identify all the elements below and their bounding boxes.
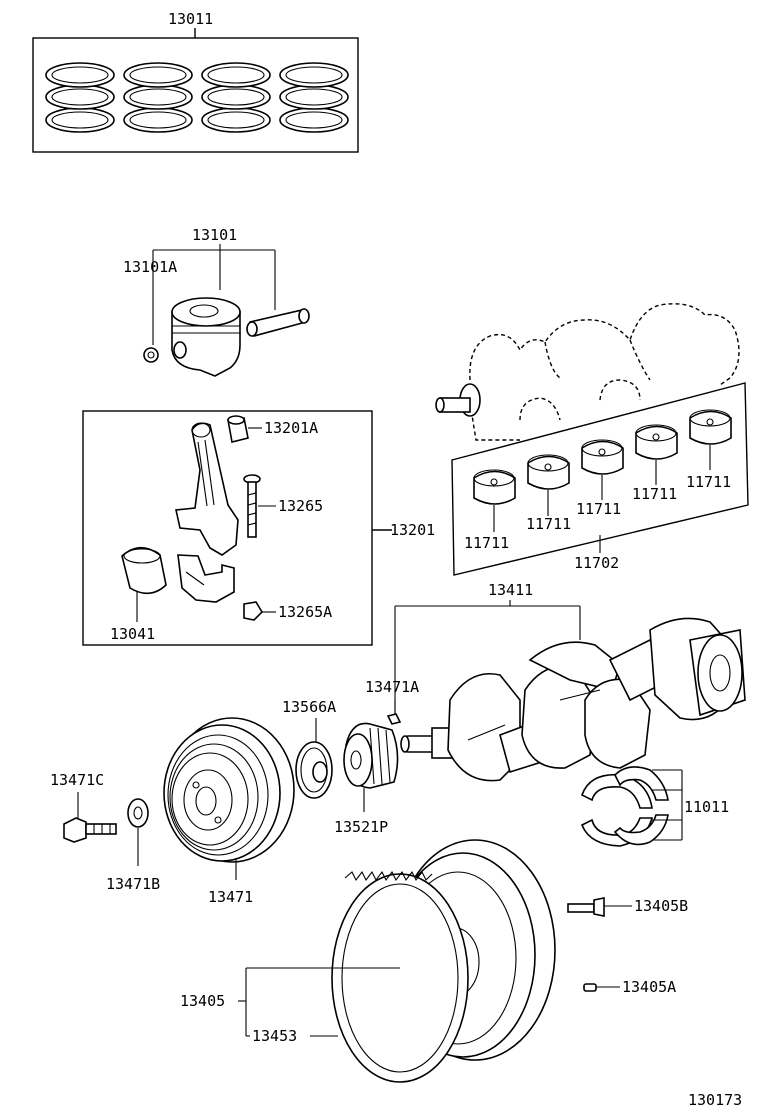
label-crankshaft-pulley-bolt: 13471C — [50, 771, 104, 789]
pulley-bolt-illustration — [63, 817, 117, 843]
label-flywheel-sub-assy: 13405 — [180, 992, 225, 1010]
label-ring-gear: 13453 — [252, 1027, 297, 1045]
crankshaft-group: 13411 13471A — [365, 581, 746, 782]
flywheel-group: 13405 13453 13405B 13405A — [180, 839, 688, 1083]
rod-cap-illustration — [177, 554, 235, 603]
rod-bearing-illustration — [121, 546, 167, 595]
timing-gear-illustration — [343, 722, 399, 789]
piston-ring-set-group: 13011 — [32, 10, 359, 153]
flywheel-pin-illustration — [583, 983, 597, 992]
crankshaft-pulley-illustration — [163, 717, 295, 863]
bushing-illustration — [227, 415, 249, 443]
label-thrust-washer-set: 11011 — [684, 798, 729, 816]
connecting-rod-illustration — [175, 422, 239, 556]
crankshaft-illustration — [400, 617, 746, 782]
connecting-rod-group: 13201 13201A 13265 — [82, 410, 435, 646]
label-connecting-rod-sub-assy: 13201 — [390, 521, 435, 539]
piston-ring-set-illustration — [45, 62, 349, 133]
label-crankshaft-bearing-set: 11702 — [574, 554, 619, 572]
thrust-washer-group: 11011 — [580, 766, 729, 847]
flywheel-bolt-illustration — [567, 897, 605, 917]
label-connecting-rod-bushing: 13201A — [264, 419, 318, 437]
label-connecting-rod-bolt: 13265 — [278, 497, 323, 515]
label-piston-pin-snap-ring: 13101A — [123, 258, 177, 276]
label-main-bearing-2: 11711 — [526, 515, 571, 533]
label-crankshaft-key: 13471A — [365, 678, 419, 696]
label-connecting-rod-bearing: 13041 — [110, 625, 155, 643]
rod-bolt-illustration — [243, 474, 261, 538]
label-piston-ring-set: 13011 — [168, 10, 213, 28]
ring-gear-illustration — [331, 870, 469, 1083]
label-crankshaft: 13411 — [488, 581, 533, 599]
piston-illustration — [171, 297, 241, 377]
key-illustration — [386, 713, 402, 725]
snap-ring-illustration — [143, 347, 159, 363]
main-bearing-illustrations — [473, 409, 732, 505]
label-crankshaft-pulley: 13471 — [208, 888, 253, 906]
figure-id: 130173 — [688, 1091, 742, 1109]
label-main-bearing-1: 11711 — [464, 534, 509, 552]
cylinder-block-phantom — [435, 303, 740, 441]
bearing-panel: 11711 11711 11711 11711 11711 11702 — [451, 382, 749, 576]
piston-group: 13101 13101A — [123, 226, 310, 377]
label-crankshaft-pulley-washer: 13471B — [106, 875, 160, 893]
thrust-washer-illustration — [580, 766, 669, 847]
label-flywheel-bolt: 13405B — [634, 897, 688, 915]
crankshaft-pulley-group: 13471 13471B 13471C — [50, 717, 295, 906]
piston-pin-illustration — [246, 308, 310, 337]
label-main-bearing-5: 11711 — [686, 473, 731, 491]
label-main-bearing-3: 11711 — [576, 500, 621, 518]
label-flywheel-pin: 13405A — [622, 978, 676, 996]
rod-nut-illustration — [243, 601, 264, 621]
label-piston-sub-assy: 13101 — [192, 226, 237, 244]
label-oil-pump-drive-gear: 13566A — [282, 698, 336, 716]
label-crankshaft-timing-gear: 13521P — [334, 818, 388, 836]
timing-gear-group: 13566A 13521P — [282, 698, 399, 836]
label-connecting-rod-nut: 13265A — [278, 603, 332, 621]
oil-pump-drive-gear-illustration — [295, 741, 333, 799]
pulley-washer-illustration — [127, 798, 149, 828]
label-main-bearing-4: 11711 — [632, 485, 677, 503]
